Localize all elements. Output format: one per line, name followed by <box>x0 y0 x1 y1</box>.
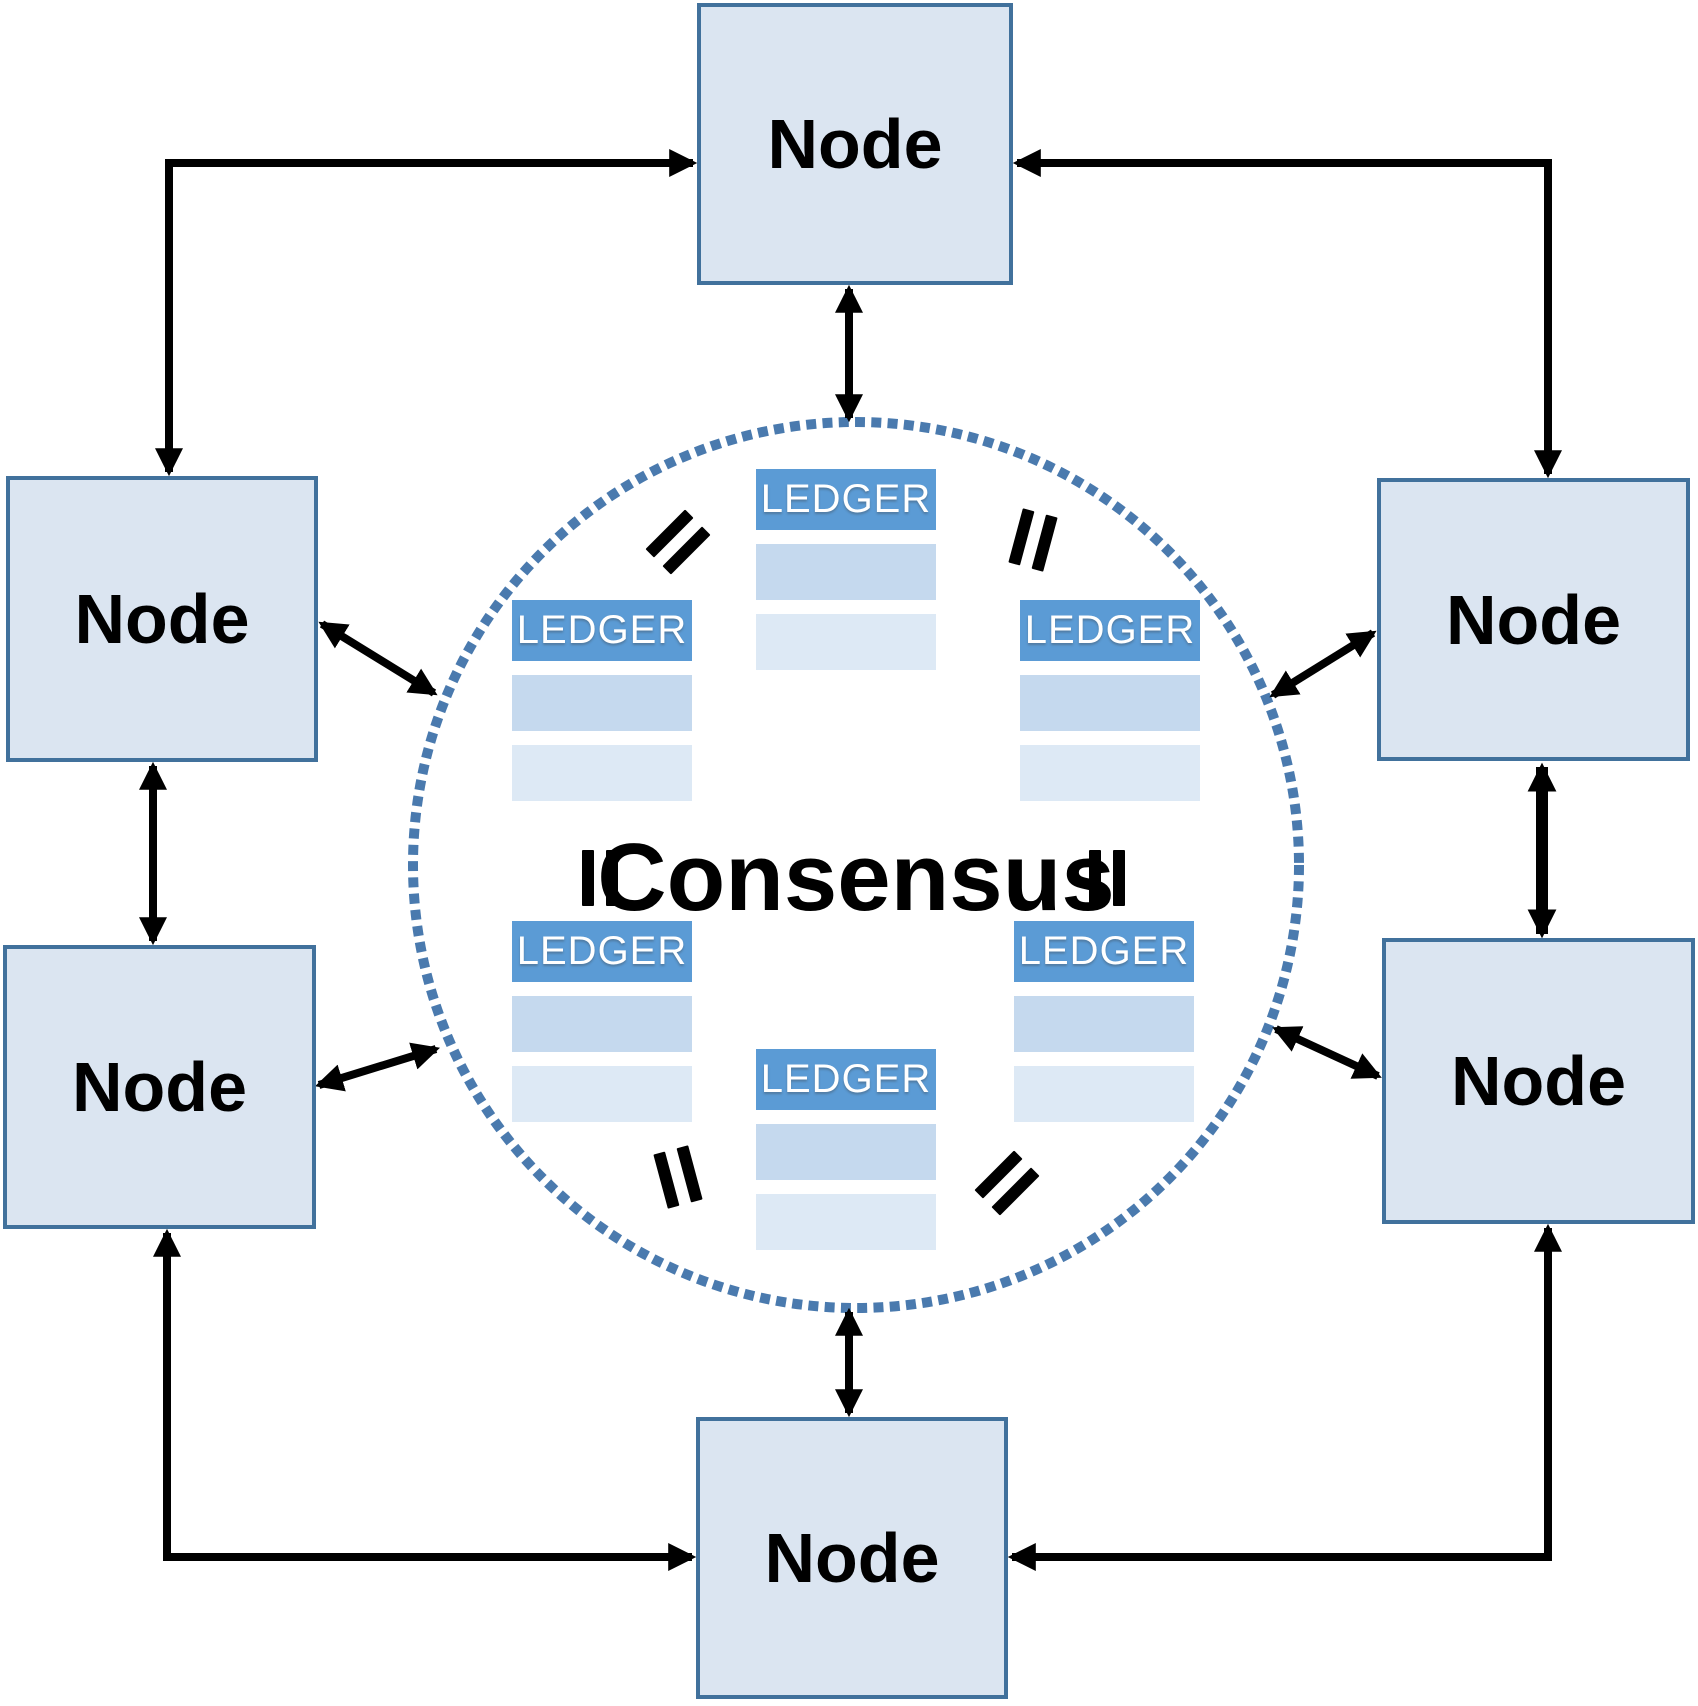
node-label: Node <box>764 1519 940 1597</box>
node-label: Node <box>1446 580 1621 659</box>
ledger-table-bottom: LEDGER <box>756 1049 936 1250</box>
ledger-header: LEDGER <box>512 600 692 661</box>
consensus-title: Consensus <box>597 824 1115 931</box>
node-box-lower-left: Node <box>3 945 316 1229</box>
node-label: Node <box>74 580 250 658</box>
ledger-table-lower-left: LEDGER <box>512 921 692 1122</box>
ledger-table-upper-left: LEDGER <box>512 600 692 801</box>
node-box-upper-left: Node <box>6 476 318 762</box>
node-label: Node <box>72 1048 247 1126</box>
ledger-table-lower-right: LEDGER <box>1014 921 1194 1122</box>
ledger-row <box>512 745 692 801</box>
arrow-lower-left-diagonal <box>314 1042 441 1092</box>
connector-top-right <box>1012 149 1562 479</box>
ledger-header: LEDGER <box>756 1049 936 1110</box>
ledger-header: LEDGER <box>1014 921 1194 982</box>
connector-top-left <box>155 149 698 477</box>
arrow-lower-right-diagonal <box>1272 1025 1382 1080</box>
ledger-row <box>756 1124 936 1180</box>
ledger-table-top: LEDGER <box>756 469 936 670</box>
ledger-row <box>1020 745 1200 801</box>
ledger-header: LEDGER <box>512 921 692 982</box>
node-label: Node <box>1451 1042 1626 1120</box>
ledger-row <box>512 675 692 731</box>
arrow-upper-right-diagonal <box>1269 629 1377 699</box>
node-box-top: Node <box>697 3 1013 285</box>
arrow-upper-left-diagonal <box>318 620 438 697</box>
node-box-lower-right: Node <box>1382 938 1695 1224</box>
node-box-upper-right: Node <box>1377 478 1690 761</box>
ledger-row <box>756 544 936 600</box>
node-label: Node <box>767 105 943 183</box>
connector-bottom-left <box>153 1228 697 1571</box>
ledger-header: LEDGER <box>1020 600 1200 661</box>
ledger-row <box>512 1066 692 1122</box>
connector-bottom-right <box>1007 1223 1562 1571</box>
ledger-row <box>756 614 936 670</box>
ledger-row <box>1014 1066 1194 1122</box>
node-box-bottom: Node <box>696 1417 1008 1699</box>
ledger-row <box>512 996 692 1052</box>
ledger-row <box>1014 996 1194 1052</box>
ledger-row <box>1020 675 1200 731</box>
ledger-table-upper-right: LEDGER <box>1020 600 1200 801</box>
ledger-row <box>756 1194 936 1250</box>
ledger-header: LEDGER <box>756 469 936 530</box>
